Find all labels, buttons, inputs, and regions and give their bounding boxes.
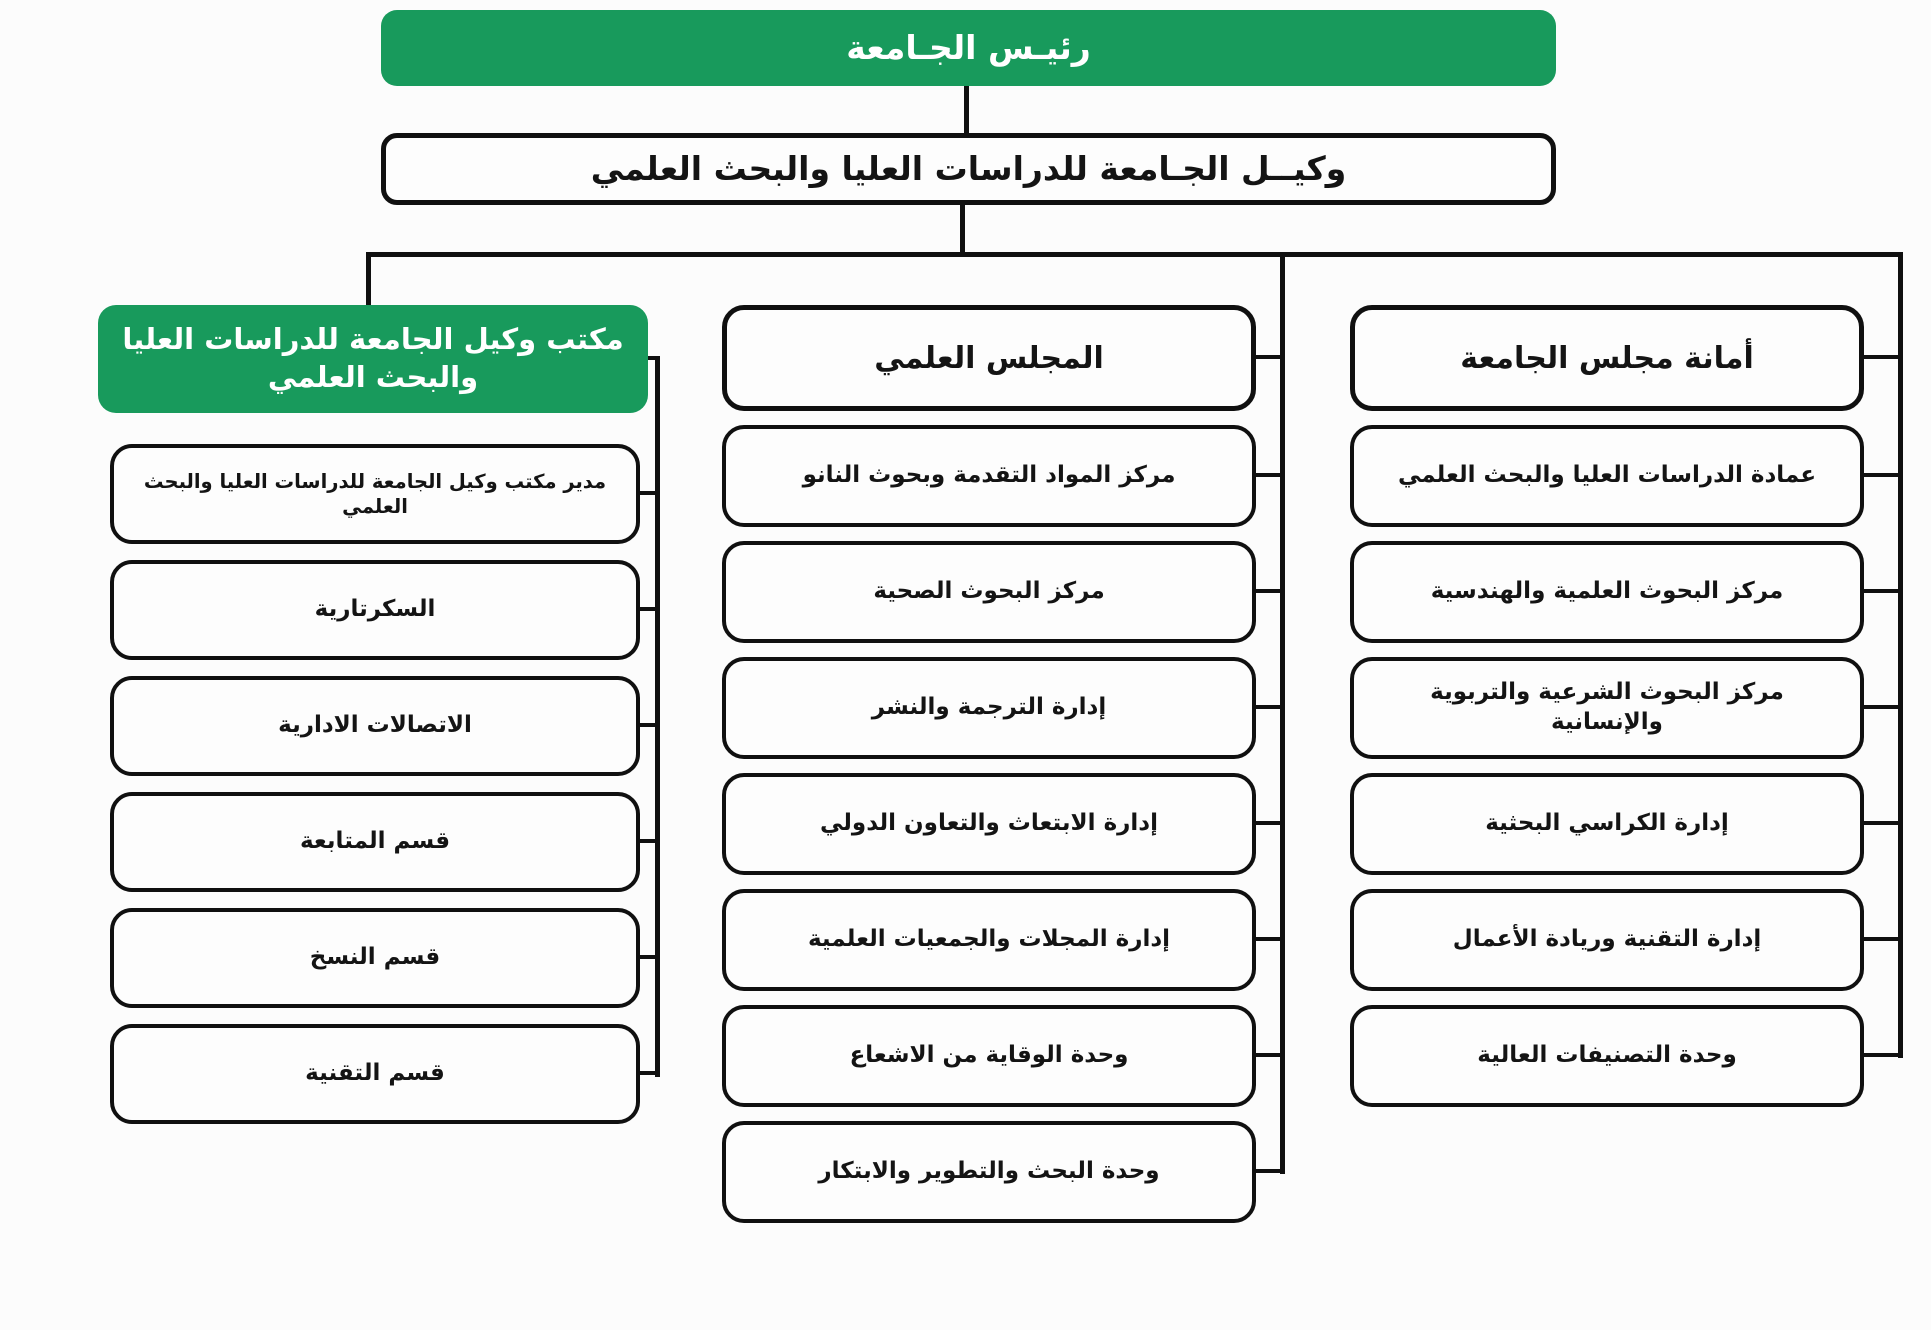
org-box-health-research-center: مركز البحوث الصحية (722, 541, 1256, 643)
connector (655, 356, 660, 1077)
org-box-admin-communications: الاتصالات الادارية (110, 676, 640, 776)
org-box-journals-societies: إدارة المجلات والجمعيات العلمية (722, 889, 1256, 991)
connector (1860, 1053, 1903, 1057)
org-box-technology-dept: قسم التقنية (110, 1024, 640, 1124)
org-box-graduate-studies-deanship: عمادة الدراسات العليا والبحث العلمي (1350, 425, 1864, 527)
connector (1252, 355, 1285, 359)
connector (1252, 705, 1285, 709)
connector (636, 1071, 660, 1075)
org-box-translation-publishing: إدارة الترجمة والنشر (722, 657, 1256, 759)
org-box-science-engineering-research-center: مركز البحوث العلمية والهندسية (1350, 541, 1864, 643)
connector (1860, 705, 1903, 709)
connector (1252, 821, 1285, 825)
org-box-vice-president: وكيــل الجـامعة للدراسات العليا والبحث ا… (381, 133, 1556, 205)
org-box-nano-materials-center: مركز المواد التقدمة وبحوث النانو (722, 425, 1256, 527)
org-box-president: رئيـس الجـامعة (381, 10, 1556, 86)
org-box-research-development-innovation-unit: وحدة البحث والتطوير والابتكار (722, 1121, 1256, 1223)
connector (1252, 473, 1285, 477)
connector (366, 252, 1903, 257)
connector (960, 204, 965, 256)
connector (1252, 1053, 1285, 1057)
org-box-radiation-protection-unit: وحدة الوقاية من الاشعاع (722, 1005, 1256, 1107)
connector (1898, 252, 1903, 1058)
connector (636, 607, 660, 611)
connector (1860, 355, 1903, 359)
connector (1860, 589, 1903, 593)
connector (1252, 1169, 1285, 1173)
org-box-secretariat-office: السكرتارية (110, 560, 640, 660)
connector (1860, 821, 1903, 825)
connector (1860, 937, 1903, 941)
org-box-follow-up-dept: قسم المتابعة (110, 792, 640, 892)
connector (636, 491, 660, 495)
org-box-office-manager: مدير مكتب وكيل الجامعة للدراسات العليا و… (110, 444, 640, 544)
org-box-research-chairs: إدارة الكراسي البحثية (1350, 773, 1864, 875)
connector (636, 955, 660, 959)
connector (366, 252, 371, 308)
org-box-technology-entrepreneurship: إدارة التقنية وريادة الأعمال (1350, 889, 1864, 991)
org-box-copying-dept: قسم النسخ (110, 908, 640, 1008)
connector (645, 356, 660, 360)
connector (1860, 473, 1903, 477)
connector (636, 839, 660, 843)
org-box-sharia-education-humanities-center: مركز البحوث الشرعية والتربوية والإنسانية (1350, 657, 1864, 759)
column-header-council-secretariat: أمانة مجلس الجامعة (1350, 305, 1864, 411)
column-header-office: مكتب وكيل الجامعة للدراسات العليا والبحث… (98, 305, 648, 413)
column-header-scientific-council: المجلس العلمي (722, 305, 1256, 411)
connector (1252, 589, 1285, 593)
org-box-scholarship-intl-cooperation: إدارة الابتعاث والتعاون الدولي (722, 773, 1256, 875)
connector (1252, 937, 1285, 941)
connector (636, 723, 660, 727)
connector (964, 85, 969, 135)
org-box-rankings-unit: وحدة التصنيفات العالية (1350, 1005, 1864, 1107)
connector (1280, 252, 1285, 1174)
